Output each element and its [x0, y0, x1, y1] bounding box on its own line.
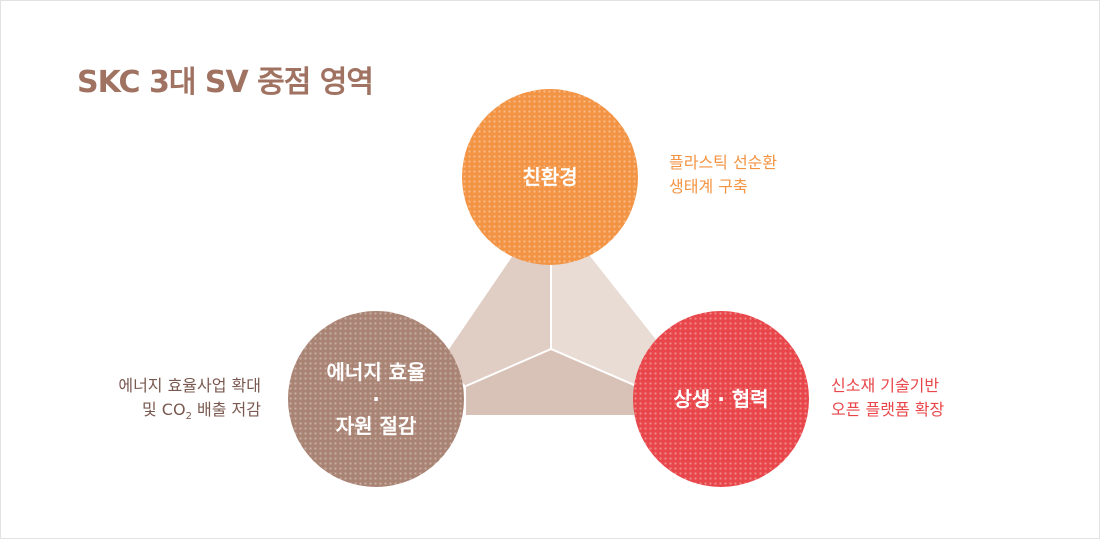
coop-circle: 상생 · 협력: [633, 311, 809, 487]
energy-label-dot: ·: [372, 386, 380, 411]
eco-circle: 친환경: [462, 89, 638, 265]
coop-description: 신소재 기술기반 오픈 플랫폼 확장: [831, 374, 944, 422]
energy-desc-line2: 및 CO2 배출 저감: [118, 398, 261, 429]
energy-desc-sub: 2: [185, 411, 192, 423]
energy-desc-pre: 및 CO: [141, 400, 186, 419]
triangle-bottom-segment: [466, 349, 641, 415]
triangle-right-segment: [551, 251, 661, 388]
energy-description: 에너지 효율사업 확대 및 CO2 배출 저감: [118, 374, 261, 429]
eco-desc-line1: 플라스틱 선순환: [669, 153, 778, 172]
triangle-left-segment: [441, 251, 551, 386]
energy-circle: 에너지 효율 · 자원 절감: [288, 311, 464, 487]
energy-desc-line1: 에너지 효율사업 확대: [118, 376, 261, 395]
energy-label-line1: 에너지 효율: [326, 359, 426, 384]
eco-description: 플라스틱 선순환 생태계 구축: [669, 151, 777, 199]
eco-desc-line2: 생태계 구축: [669, 177, 748, 196]
page-title: SKC 3대 SV 중점 영역: [77, 65, 374, 100]
coop-desc-line1: 신소재 기술기반: [831, 376, 940, 395]
energy-label-line2: 자원 절감: [335, 413, 417, 438]
coop-desc-line2: 오픈 플랫폼 확장: [831, 400, 945, 419]
coop-label: 상생 · 협력: [673, 386, 769, 411]
eco-label: 친환경: [522, 164, 578, 189]
energy-desc-post: 배출 저감: [191, 400, 261, 419]
